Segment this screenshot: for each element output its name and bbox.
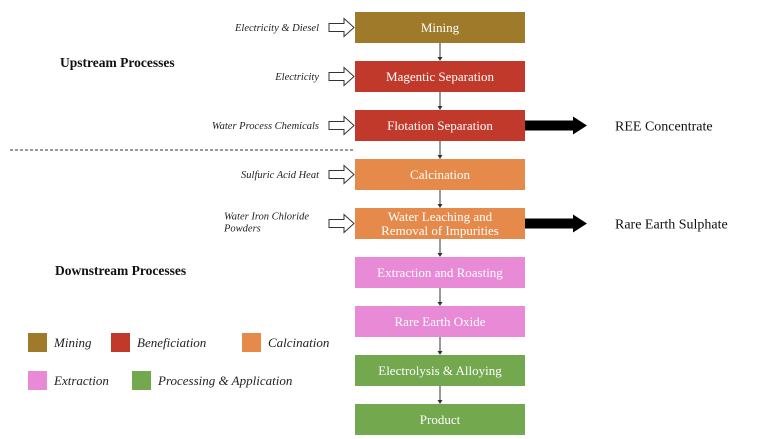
step-label-line: Magentic Separation: [386, 69, 494, 84]
legend-label-processing: Processing & Application: [157, 373, 292, 388]
input-label-line: Water Iron Chloride: [224, 212, 309, 223]
legend-label-calcination: Calcination: [268, 335, 329, 350]
downstream-section-label: Downstream Processes: [55, 263, 186, 278]
connector-arrowhead: [437, 106, 443, 110]
connector-arrowhead: [437, 351, 443, 355]
step-label-4: Calcination: [410, 167, 470, 182]
step-box-5: [355, 208, 525, 239]
legend-swatch-processing: [132, 371, 151, 390]
step-label-7: Rare Earth Oxide: [395, 314, 486, 329]
step-box-2: [355, 61, 525, 92]
step-label-line: Extraction and Roasting: [377, 265, 503, 280]
output-label-5: Rare Earth Sulphate: [615, 218, 728, 233]
input-label-2: Electricity: [274, 72, 319, 83]
connector-arrowhead: [437, 57, 443, 61]
legend: Mining Beneficiation CalcinationExtraction…: [28, 333, 329, 390]
legend-swatch-beneficiation: [111, 333, 130, 352]
step-box-4: [355, 159, 525, 190]
legend-swatch-extraction: [28, 371, 47, 390]
connector-arrowhead: [437, 204, 443, 208]
flow-connectors: [437, 43, 443, 404]
input-label-3: Water Process Chemicals: [212, 121, 319, 132]
input-arrow-2: [328, 66, 355, 87]
connector-arrowhead: [437, 302, 443, 306]
input-label-1: Electricity & Diesel: [234, 23, 319, 34]
legend-swatch-mining: [28, 333, 47, 352]
step-label-line: Removal of Impurities: [381, 223, 499, 238]
input-label-line: Powders: [223, 224, 261, 235]
step-label-3: Flotation Separation: [387, 118, 493, 133]
step-label-line: Product: [420, 412, 461, 427]
legend-label-mining: Mining: [53, 335, 92, 350]
step-box-6: [355, 257, 525, 288]
step-label-line: Electrolysis & Alloying: [378, 363, 502, 378]
input-label-4: Sulfuric Acid Heat: [241, 170, 320, 181]
input-arrow-4: [328, 164, 355, 185]
input-arrow-3: [328, 115, 355, 136]
step-label-line: Rare Earth Oxide: [395, 314, 486, 329]
step-box-3: [355, 110, 525, 141]
step-label-line: Mining: [421, 20, 460, 35]
input-arrow-1: [328, 17, 355, 38]
connector-arrowhead: [437, 253, 443, 257]
legend-swatch-calcination: [242, 333, 261, 352]
input-arrow-5: [328, 213, 355, 234]
output-label-3: REE Concentrate: [615, 120, 713, 135]
step-label-8: Electrolysis & Alloying: [378, 363, 502, 378]
legend-label-extraction: Extraction: [53, 373, 109, 388]
step-label-line: Flotation Separation: [387, 118, 493, 133]
step-label-9: Product: [420, 412, 461, 427]
connector-arrowhead: [437, 400, 443, 404]
step-box-1: [355, 12, 525, 43]
output-arrow-5: [525, 214, 587, 233]
step-label-2: Magentic Separation: [386, 69, 494, 84]
step-label-line: Calcination: [410, 167, 470, 182]
step-label-line: Water Leaching and: [388, 209, 493, 224]
legend-label-beneficiation: Beneficiation: [137, 335, 206, 350]
step-box-9: [355, 404, 525, 435]
connector-arrowhead: [437, 155, 443, 159]
step-label-6: Extraction and Roasting: [377, 265, 503, 280]
upstream-section-label: Upstream Processes: [60, 55, 175, 70]
step-box-7: [355, 306, 525, 337]
output-arrow-3: [525, 116, 587, 135]
step-label-1: Mining: [421, 20, 460, 35]
step-box-8: [355, 355, 525, 386]
